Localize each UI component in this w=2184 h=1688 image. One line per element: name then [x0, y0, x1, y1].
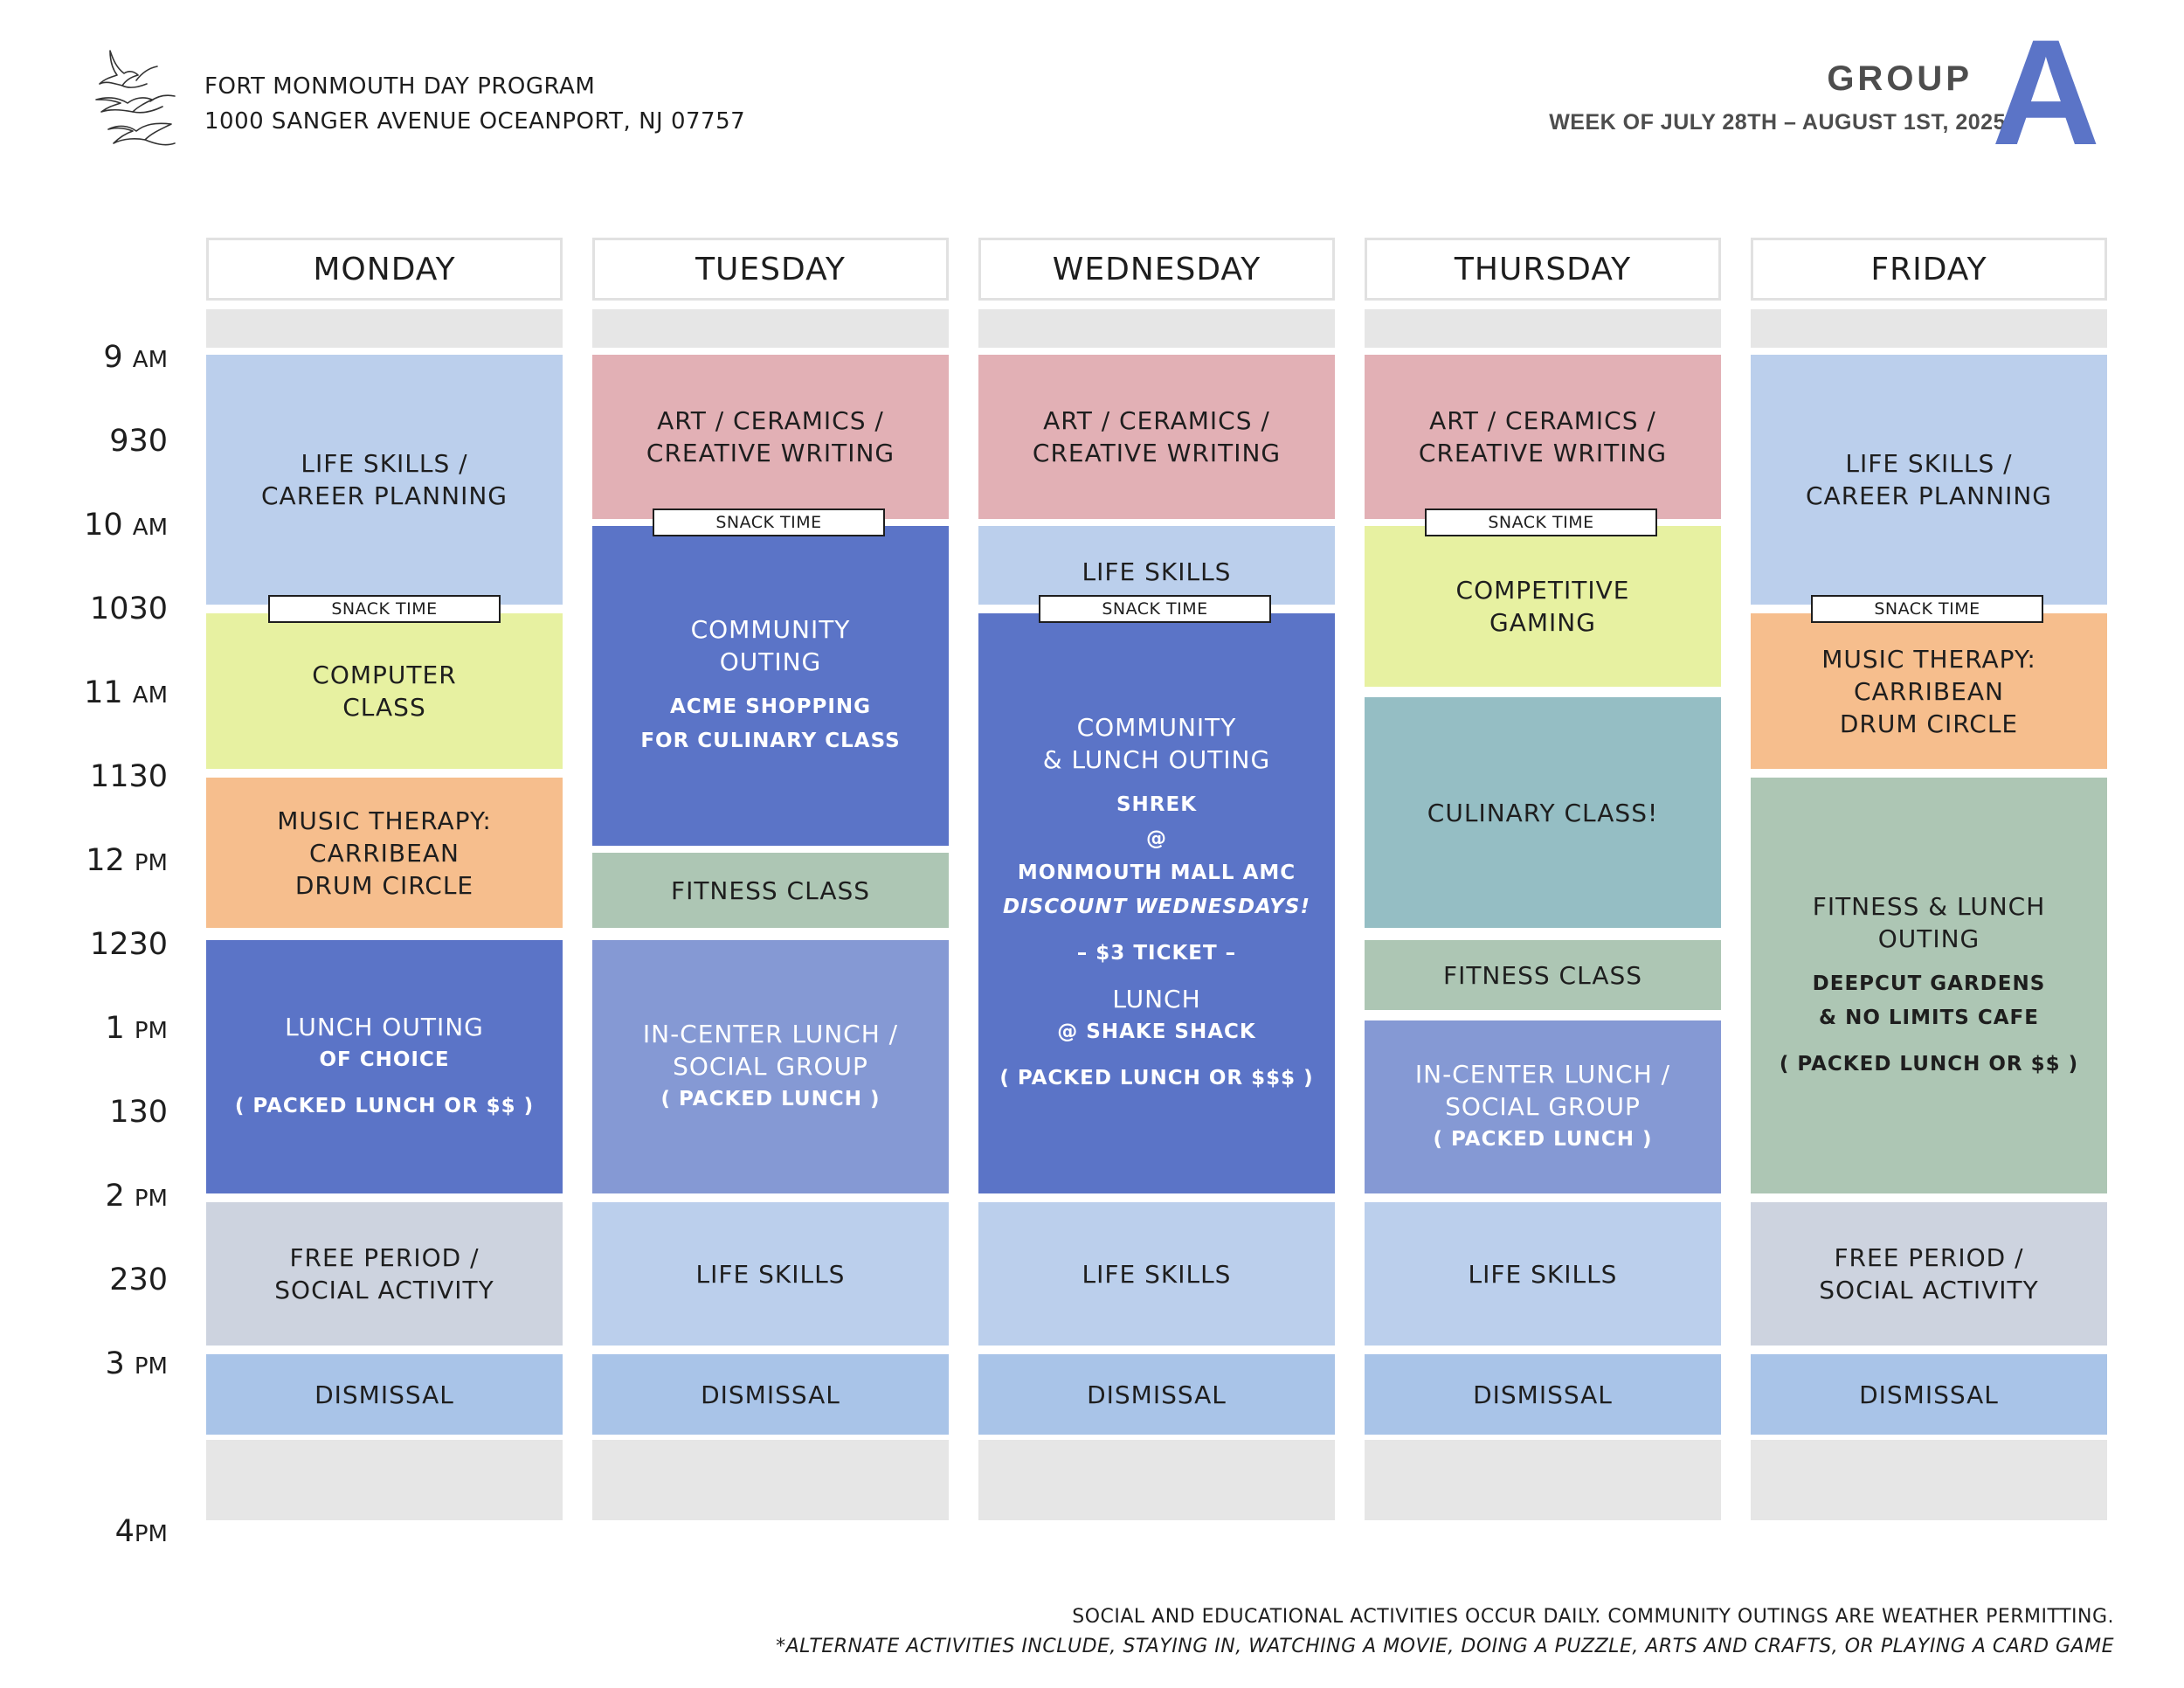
time-label: 3 PM [105, 1346, 168, 1381]
empty-slot [592, 1440, 949, 1520]
footer-note: SOCIAL AND EDUCATIONAL ACTIVITIES OCCUR … [1072, 1606, 2114, 1628]
monday-snack-time: SNACK TIME [268, 595, 501, 623]
empty-slot [1365, 1440, 1721, 1520]
time-label: 1030 [89, 591, 168, 626]
friday-free-period-block: FREE PERIOD / SOCIAL ACTIVITY [1751, 1202, 2107, 1346]
thursday-life-skills-block: LIFE SKILLS [1365, 1202, 1721, 1346]
empty-slot [592, 309, 949, 348]
footer-alternate-activities: *ALTERNATE ACTIVITIES INCLUDE, STAYING I… [776, 1636, 2114, 1657]
wednesday-life-skills-block: LIFE SKILLS [978, 526, 1335, 605]
group-label: GROUP [1827, 59, 1973, 98]
tuesday-art-block: ART / CERAMICS / CREATIVE WRITING [592, 355, 949, 519]
wednesday-community-lunch-outing-block: COMMUNITY & LUNCH OUTING SHREK @ MONMOUT… [978, 613, 1335, 1193]
time-label: 930 [109, 424, 168, 459]
time-label: 1130 [89, 759, 168, 794]
time-label: 130 [109, 1095, 168, 1130]
friday-life-skills-block: LIFE SKILLS / CAREER PLANNING [1751, 355, 2107, 605]
tuesday-in-center-lunch-block: IN-CENTER LUNCH / SOCIAL GROUP ( PACKED … [592, 940, 949, 1193]
time-label: 230 [109, 1263, 168, 1297]
empty-slot [1365, 309, 1721, 348]
time-label: 4PM [114, 1514, 168, 1549]
time-label: 1230 [89, 927, 168, 962]
monday-lunch-outing-block: LUNCH OUTING OF CHOICE ( PACKED LUNCH OR… [206, 940, 563, 1193]
thursday-in-center-lunch-block: IN-CENTER LUNCH / SOCIAL GROUP ( PACKED … [1365, 1020, 1721, 1193]
empty-slot [206, 1440, 563, 1520]
monday-music-therapy-block: MUSIC THERAPY: CARRIBEAN DRUM CIRCLE [206, 778, 563, 928]
thursday-art-block: ART / CERAMICS / CREATIVE WRITING [1365, 355, 1721, 519]
thursday-dismissal-block: DISMISSAL [1365, 1354, 1721, 1435]
empty-slot [978, 1440, 1335, 1520]
monday-life-skills-block: LIFE SKILLS / CAREER PLANNING [206, 355, 563, 605]
day-header-monday: MONDAY [206, 238, 563, 301]
group-letter: A [1991, 9, 2100, 176]
thursday-competitive-gaming-block: COMPETITIVE GAMING [1365, 526, 1721, 687]
org-address: 1000 SANGER AVENUE OCEANPORT, NJ 07757 [204, 108, 746, 135]
wednesday-dismissal-block: DISMISSAL [978, 1354, 1335, 1435]
thursday-fitness-block: FITNESS CLASS [1365, 940, 1721, 1010]
day-header-friday: FRIDAY [1751, 238, 2107, 301]
wednesday-snack-time: SNACK TIME [1039, 595, 1271, 623]
week-label: WEEK OF JULY 28TH – AUGUST 1ST, 2025 [1549, 110, 2006, 135]
tuesday-life-skills-block: LIFE SKILLS [592, 1202, 949, 1346]
day-header-tuesday: TUESDAY [592, 238, 949, 301]
thursday-culinary-class-block: CULINARY CLASS! [1365, 697, 1721, 928]
time-label: 11 AM [84, 675, 168, 710]
friday-dismissal-block: DISMISSAL [1751, 1354, 2107, 1435]
friday-music-therapy-block: MUSIC THERAPY: CARRIBEAN DRUM CIRCLE [1751, 613, 2107, 769]
time-label: 9 AM [103, 340, 168, 375]
time-label: 12 PM [86, 843, 168, 878]
org-name: FORT MONMOUTH DAY PROGRAM [204, 73, 596, 100]
empty-slot [206, 309, 563, 348]
wednesday-life-skills-pm-block: LIFE SKILLS [978, 1202, 1335, 1346]
tuesday-fitness-block: FITNESS CLASS [592, 853, 949, 928]
day-header-thursday: THURSDAY [1365, 238, 1721, 301]
monday-free-period-block: FREE PERIOD / SOCIAL ACTIVITY [206, 1202, 563, 1346]
monday-dismissal-block: DISMISSAL [206, 1354, 563, 1435]
tuesday-community-outing-block: COMMUNITY OUTING ACME SHOPPING FOR CULIN… [592, 526, 949, 846]
day-header-wednesday: WEDNESDAY [978, 238, 1335, 301]
time-label: 10 AM [84, 508, 168, 543]
thursday-snack-time: SNACK TIME [1425, 508, 1657, 536]
monday-computer-class-block: COMPUTER CLASS [206, 613, 563, 769]
time-label: 1 PM [105, 1011, 168, 1046]
empty-slot [1751, 1440, 2107, 1520]
tuesday-snack-time: SNACK TIME [653, 508, 885, 536]
friday-snack-time: SNACK TIME [1811, 595, 2043, 623]
time-label: 2 PM [105, 1179, 168, 1214]
doves-logo-icon [84, 45, 182, 154]
empty-slot [1751, 309, 2107, 348]
friday-fitness-lunch-outing-block: FITNESS & LUNCH OUTING DEEPCUT GARDENS &… [1751, 778, 2107, 1193]
wednesday-art-block: ART / CERAMICS / CREATIVE WRITING [978, 355, 1335, 519]
empty-slot [978, 309, 1335, 348]
tuesday-dismissal-block: DISMISSAL [592, 1354, 949, 1435]
